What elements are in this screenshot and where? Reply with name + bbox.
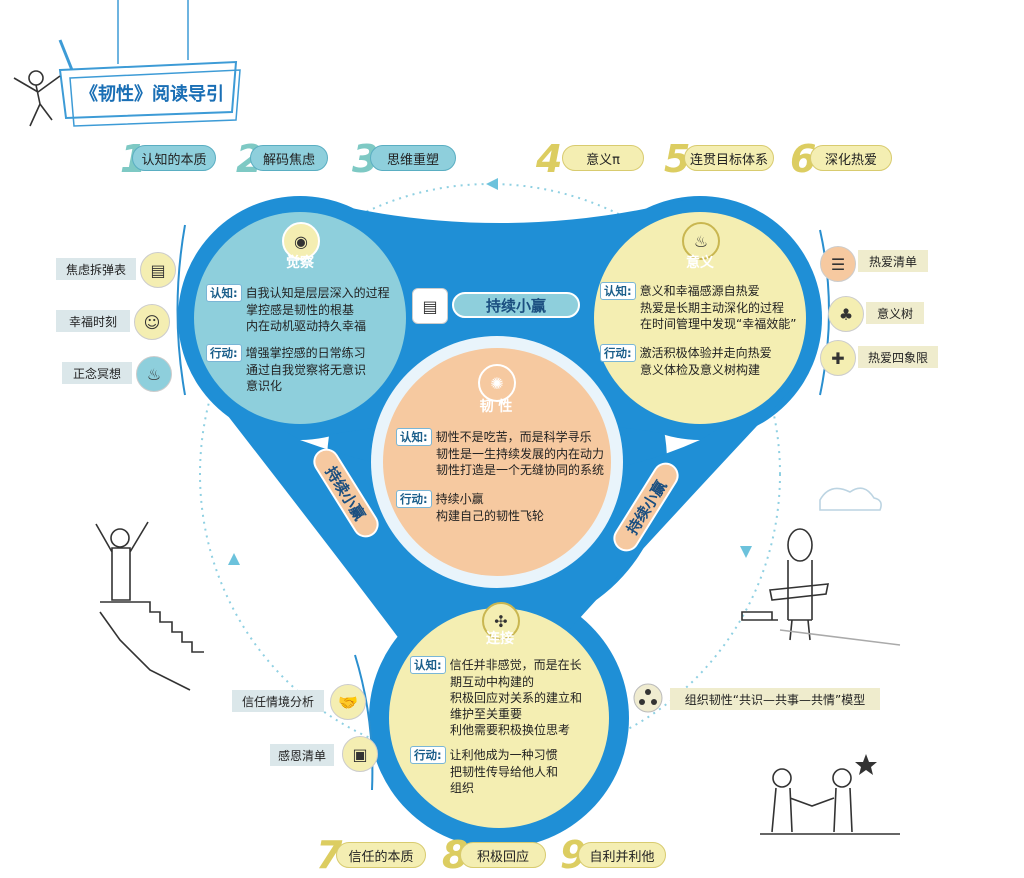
connection-cog-tag: 认知: bbox=[410, 656, 446, 674]
awareness-cog-tag: 认知: bbox=[206, 284, 242, 302]
tool-love-quadrant[interactable]: 热爱四象限 bbox=[858, 346, 938, 368]
chapter-8-pill[interactable]: 积极回应 bbox=[460, 842, 546, 868]
chapter-5-pill[interactable]: 连贯目标体系 bbox=[684, 145, 774, 171]
connection-title: 连接 bbox=[486, 631, 514, 647]
quadrant-icon: ✚ bbox=[820, 340, 856, 376]
eye-icon: ◉ bbox=[282, 222, 320, 260]
connection-action: 行动:让利他成为一种习惯 把韧性传导给他人和 组织 bbox=[410, 746, 558, 796]
sun-icon: ✺ bbox=[478, 364, 516, 402]
awareness-act-tag: 行动: bbox=[206, 344, 242, 362]
meaning-title: 意义 bbox=[686, 255, 714, 271]
meaning-cognition: 认知:意义和幸福感源自热爱 热爱是长期主动深化的过程 在时间管理中发现“幸福效能… bbox=[600, 282, 796, 332]
connection-act-tag: 行动: bbox=[410, 746, 446, 764]
resilience-title: 韧 性 bbox=[479, 399, 513, 415]
awareness-title: 觉察 bbox=[286, 255, 314, 271]
meaning-act-tag: 行动: bbox=[600, 344, 636, 362]
figure-board bbox=[741, 487, 901, 646]
tree-icon: ♣ bbox=[828, 296, 864, 332]
meaning-lobe bbox=[594, 212, 806, 424]
notebook-icon: ▤ bbox=[412, 288, 448, 324]
network-icon: ✣ bbox=[482, 602, 520, 640]
resilience-cognition: 认知:韧性不是吃苦，而是科学寻乐 韧性是一生持续发展的内在动力 韧性打造是一个无… bbox=[396, 428, 604, 478]
chapter-7-pill[interactable]: 信任的本质 bbox=[336, 842, 426, 868]
card-icon: ▣ bbox=[342, 736, 378, 772]
bottom-tool-arc bbox=[354, 654, 374, 791]
resilience-action: 行动:持续小赢 构建自己的韧性飞轮 bbox=[396, 490, 544, 524]
chapter-1-pill[interactable]: 认知的本质 bbox=[132, 145, 216, 171]
face-icon: ☺ bbox=[134, 304, 170, 340]
meaning-action: 行动:激活积极体验并走向热爱 意义体检及意义树构建 bbox=[600, 344, 772, 378]
cycle-arrow-left bbox=[228, 553, 240, 565]
awareness-cognition: 认知:自我认知是层层深入的过程 掌控感是韧性的根基 内在动机驱动持久幸福 bbox=[206, 284, 390, 334]
handshake-icon: 🤝 bbox=[330, 684, 366, 720]
figure-stairs bbox=[95, 521, 204, 691]
tool-org-resilience-model[interactable]: 组织韧性“共识—共事—共情”模型 bbox=[670, 688, 880, 710]
resilience-act-tag: 行动: bbox=[396, 490, 432, 508]
connection-cognition: 认知:信任并非感觉，而是在长 期互动中构建的 积极回应对关系的建立和 维护至关重… bbox=[410, 656, 582, 738]
tool-happy-moment[interactable]: 幸福时刻 bbox=[56, 310, 130, 332]
tool-anxiety-defuse[interactable]: 焦虑拆弹表 bbox=[56, 258, 136, 280]
figure-flying bbox=[13, 39, 74, 127]
chapter-9-pill[interactable]: 自利并利他 bbox=[578, 842, 666, 868]
tool-love-list[interactable]: 热爱清单 bbox=[858, 250, 928, 272]
resilience-cog-tag: 认知: bbox=[396, 428, 432, 446]
small-wins-top[interactable]: 持续小赢 bbox=[452, 292, 580, 318]
tool-mindfulness[interactable]: 正念冥想 bbox=[62, 362, 132, 384]
lamp-icon: ♨ bbox=[682, 222, 720, 260]
chapter-3-pill[interactable]: 思维重塑 bbox=[370, 145, 456, 171]
left-tool-arc bbox=[176, 224, 186, 396]
checklist-icon: ▤ bbox=[140, 252, 176, 288]
tool-meaning-tree[interactable]: 意义树 bbox=[866, 302, 924, 324]
awareness-action: 行动:增强掌控感的日常练习 通过自我觉察将无意识 意识化 bbox=[206, 344, 366, 394]
chapter-2-pill[interactable]: 解码焦虑 bbox=[250, 145, 328, 171]
page-title: 《韧性》阅读导引 bbox=[80, 84, 224, 105]
chapter-6-pill[interactable]: 深化热爱 bbox=[810, 145, 892, 171]
header-ribbon bbox=[58, 0, 241, 127]
meaning-cog-tag: 认知: bbox=[600, 282, 636, 300]
tool-gratitude-list[interactable]: 感恩清单 bbox=[270, 744, 334, 766]
resilience-core bbox=[383, 348, 611, 576]
list-icon: ☰ bbox=[820, 246, 856, 282]
figure-handshake bbox=[760, 754, 900, 835]
cycle-arrow-right bbox=[740, 546, 752, 558]
awareness-lobe bbox=[194, 212, 406, 424]
cycle-arrow-top bbox=[486, 178, 498, 190]
chapter-4-pill[interactable]: 意义π bbox=[562, 145, 644, 171]
meditation-icon: ♨ bbox=[136, 356, 172, 392]
chapter-4-number: 4 bbox=[536, 137, 563, 181]
tool-trust-analysis[interactable]: 信任情境分析 bbox=[232, 690, 324, 712]
